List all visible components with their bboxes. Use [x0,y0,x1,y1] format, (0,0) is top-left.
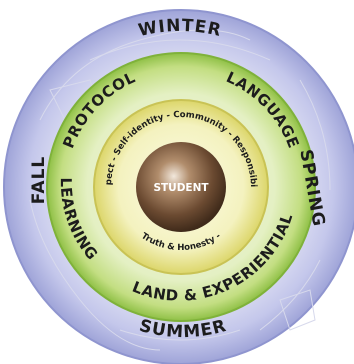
center-label: STUDENT [153,182,209,194]
season-label-fall: FALL [29,156,49,204]
background-line-art [29,29,331,351]
center-sphere [136,142,226,232]
